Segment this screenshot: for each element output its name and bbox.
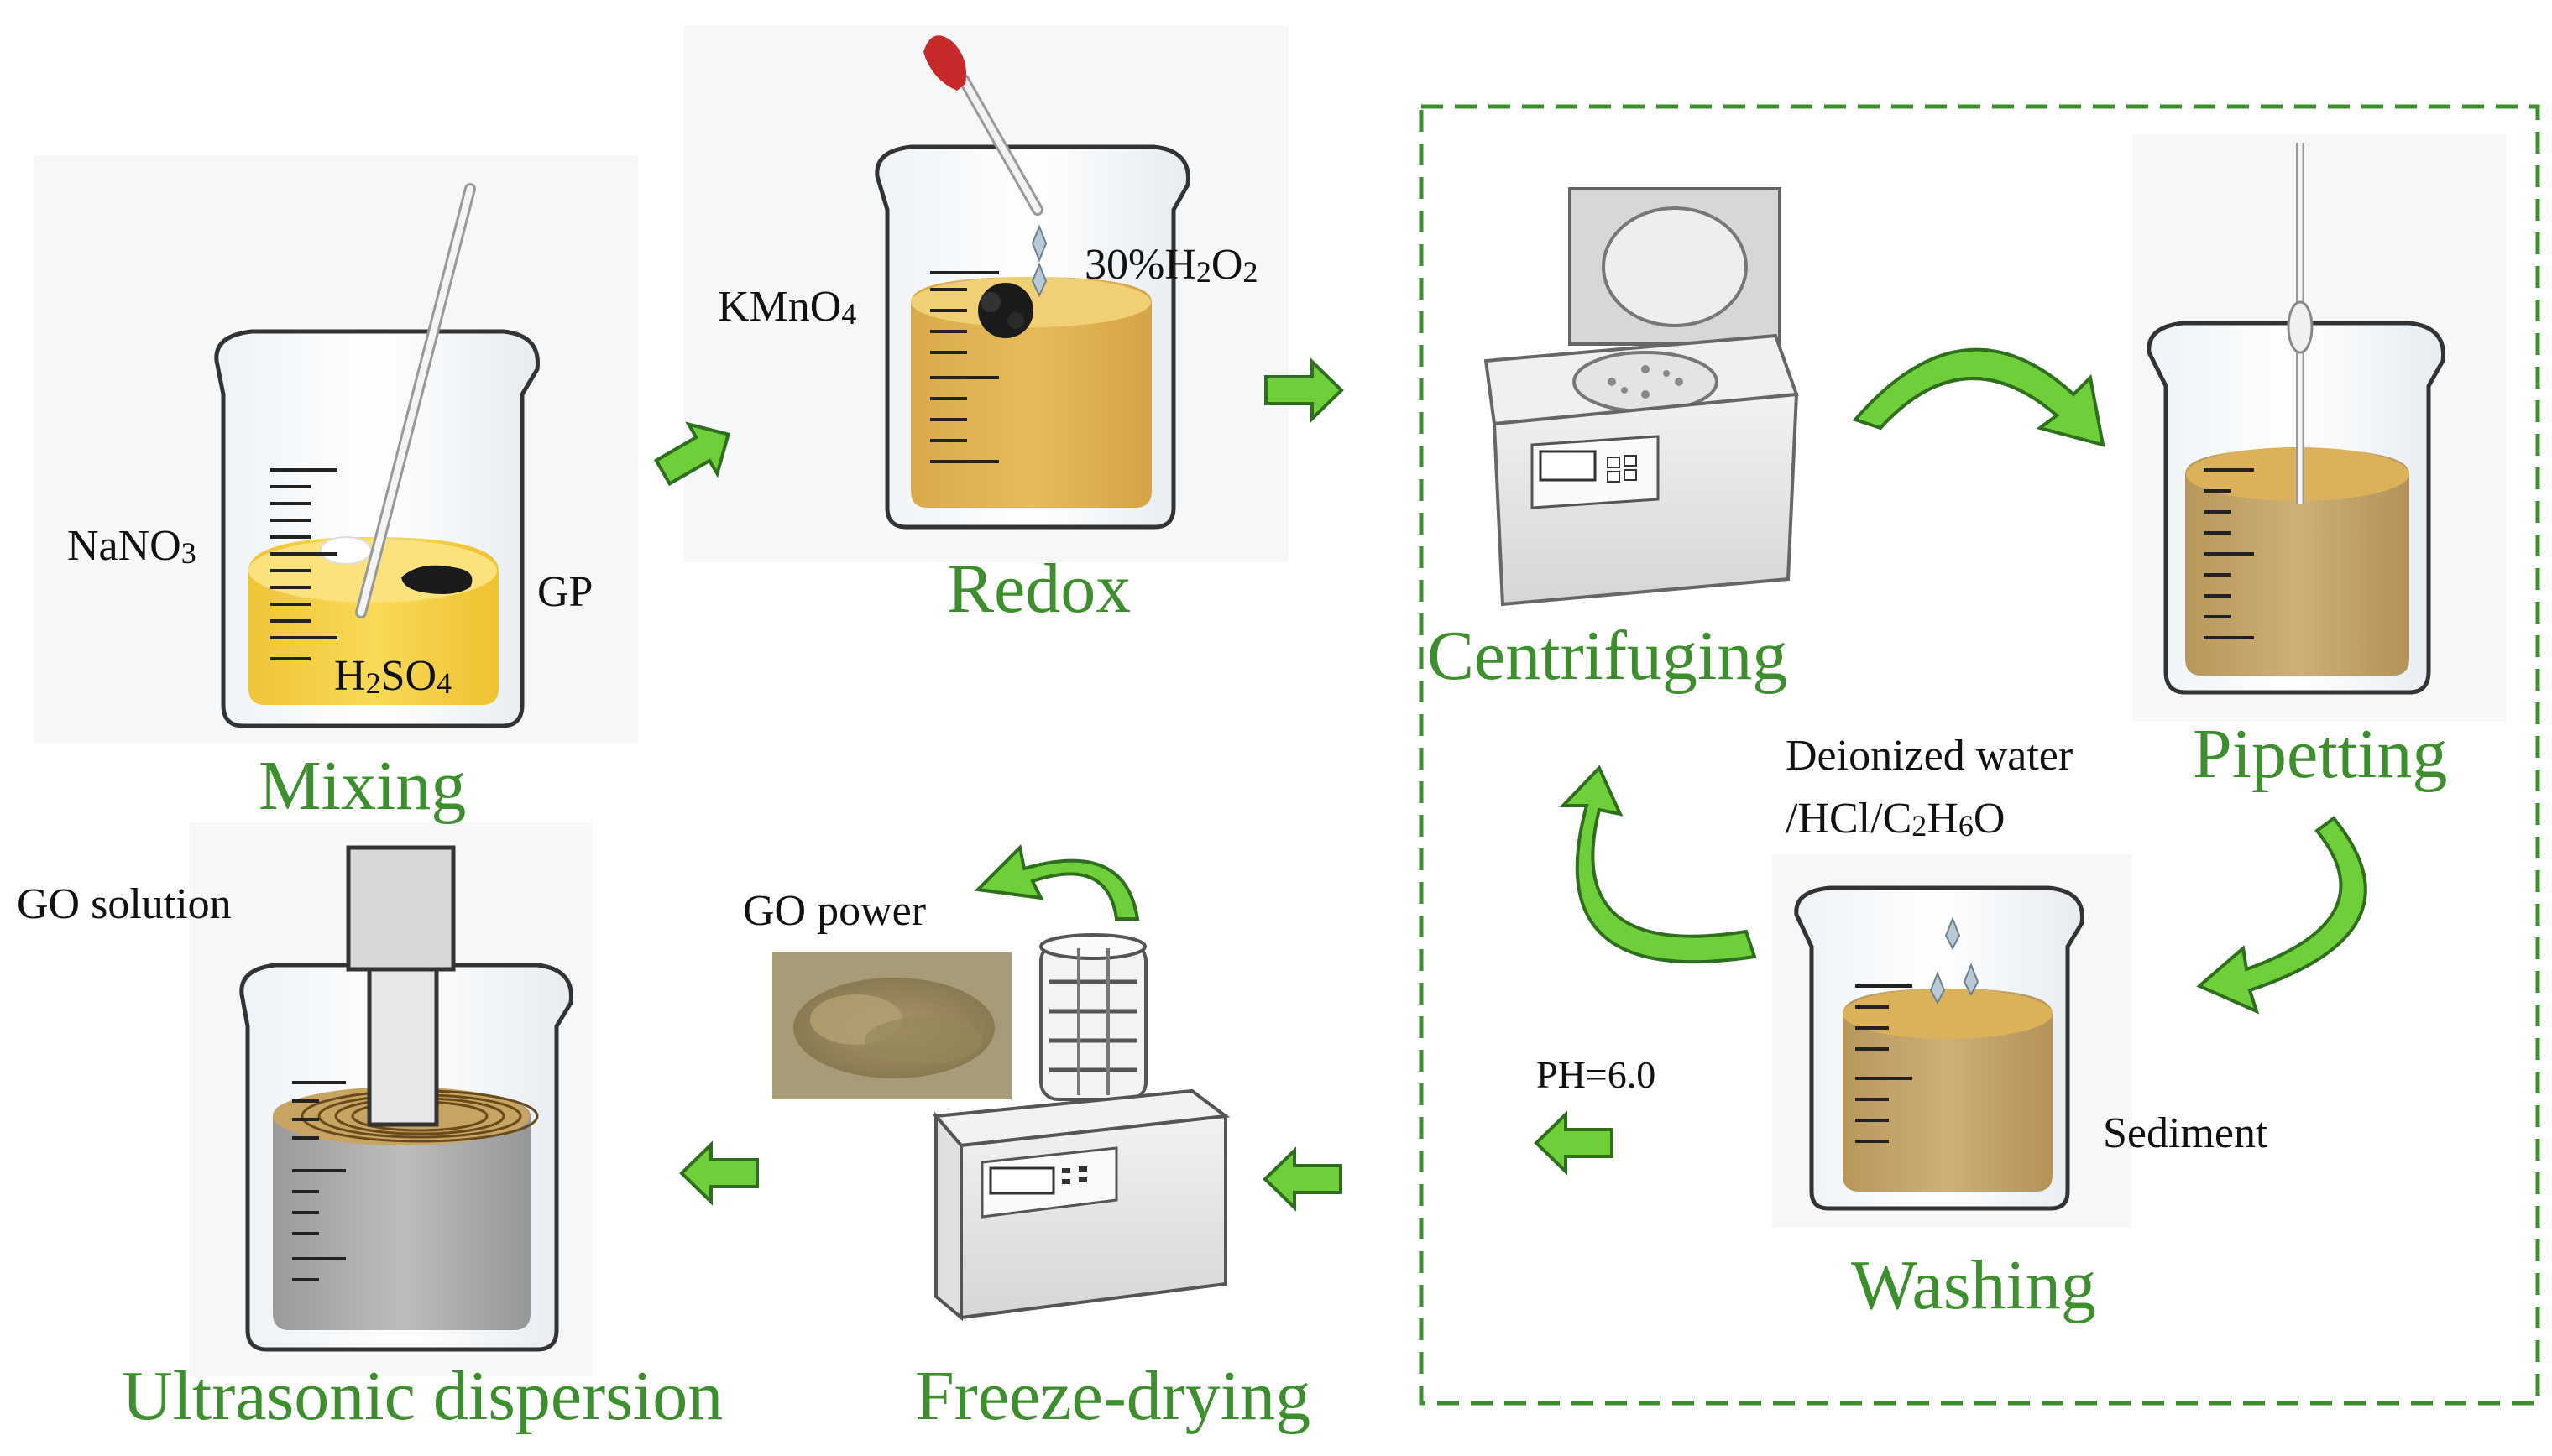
arrow-redox-to-centrifuging	[1264, 357, 1344, 423]
arrow-freezedryer-to-powder	[974, 843, 1140, 921]
label-deionized-water: Deionized water	[1786, 732, 2074, 780]
freeze-dryer	[772, 933, 1231, 1322]
label-h2so4: H2SO4	[334, 652, 452, 700]
step-label-mixing: Mixing	[259, 747, 467, 825]
label-ph: PH=6.0	[1536, 1053, 1656, 1096]
label-h2o2: 30%H2O2	[1085, 241, 1258, 289]
ultrasonic-beaker	[189, 822, 592, 1376]
arrow-pipetting-to-washing	[2196, 816, 2367, 1015]
centrifuge-machine	[1483, 187, 1799, 607]
arrow-washing-to-centrifuging	[1559, 765, 1757, 964]
pipetting-beaker	[2132, 134, 2506, 722]
step-label-washing: Washing	[1851, 1246, 2096, 1324]
step-label-freeze-drying: Freeze-drying	[915, 1357, 1311, 1435]
step-label-redox: Redox	[947, 550, 1132, 628]
label-nano3: NaNO3	[67, 522, 196, 570]
label-go-power: GO power	[743, 887, 927, 935]
arrow-washing-to-freezedrying	[1534, 1110, 1613, 1176]
label-go-solution: GO solution	[17, 880, 232, 928]
step-label-centrifuging: Centrifuging	[1427, 617, 1788, 695]
arrow-centrifuging-to-pipetting	[1852, 347, 2105, 447]
arrow-mixing-to-redox	[653, 421, 731, 487]
washing-cycle-frame	[1419, 104, 2540, 1406]
step-label-pipetting: Pipetting	[2193, 715, 2448, 793]
label-hcl-ethanol: /HCl/C2H6O	[1786, 795, 2006, 843]
redox-beaker	[684, 25, 1289, 562]
label-sediment: Sediment	[2103, 1109, 2268, 1157]
label-kmno4: KMnO4	[718, 283, 857, 331]
label-gp: GP	[537, 568, 594, 616]
mixing-beaker	[34, 155, 638, 743]
arrow-to-ultrasonic	[679, 1140, 759, 1206]
arrow-freezedrying-to-ultrasonic	[1263, 1146, 1342, 1212]
step-label-ultrasonic-dispersion: Ultrasonic dispersion	[122, 1357, 724, 1435]
washing-beaker	[1771, 854, 2132, 1228]
